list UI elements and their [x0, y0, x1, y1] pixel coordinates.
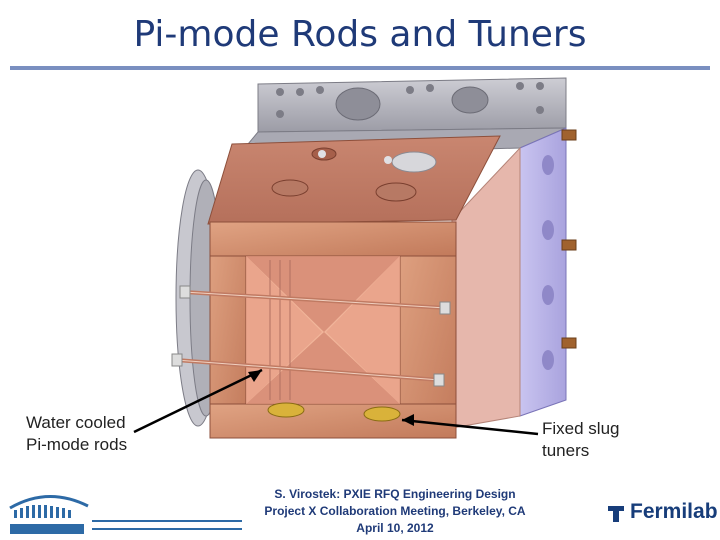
callout-pi-mode-rods: Water cooled Pi-mode rods: [26, 412, 127, 456]
pi-mode-rods: [171, 285, 451, 387]
fermilab-logo: Fermilab: [604, 498, 718, 530]
credit-line2: Project X Collaboration Meeting, Berkele…: [264, 504, 526, 518]
fermilab-wordmark: Fermilab: [630, 500, 718, 523]
credit-line1: S. Virostek: PXIE RFQ Engineering Design: [274, 487, 516, 501]
presentation-credit: S. Virostek: PXIE RFQ Engineering Design…: [240, 486, 550, 537]
fixed-slug-tuners: [267, 402, 401, 422]
callout-left-line1: Water cooled: [26, 413, 126, 432]
lavender-side-plate: [451, 127, 577, 429]
copper-top-plate: [207, 135, 501, 225]
callout-arrows: [133, 368, 539, 436]
berkeley-lab-logo: [9, 495, 242, 534]
credit-line3: April 10, 2012: [356, 521, 434, 535]
slide-title: Pi-mode Rods and Tuners: [133, 14, 587, 55]
callout-right-line2: tuners: [542, 441, 590, 460]
callout-left-line2: Pi-mode rods: [26, 435, 128, 454]
rfq-cad-illustration: [133, 77, 577, 439]
title-divider: [10, 66, 710, 70]
fermilab-mark-icon: [608, 506, 624, 522]
callout-right-line1: Fixed slug: [542, 419, 620, 438]
callout-slug-tuners: Fixed slug tuners: [542, 418, 619, 462]
copper-front-frame: [209, 221, 457, 439]
